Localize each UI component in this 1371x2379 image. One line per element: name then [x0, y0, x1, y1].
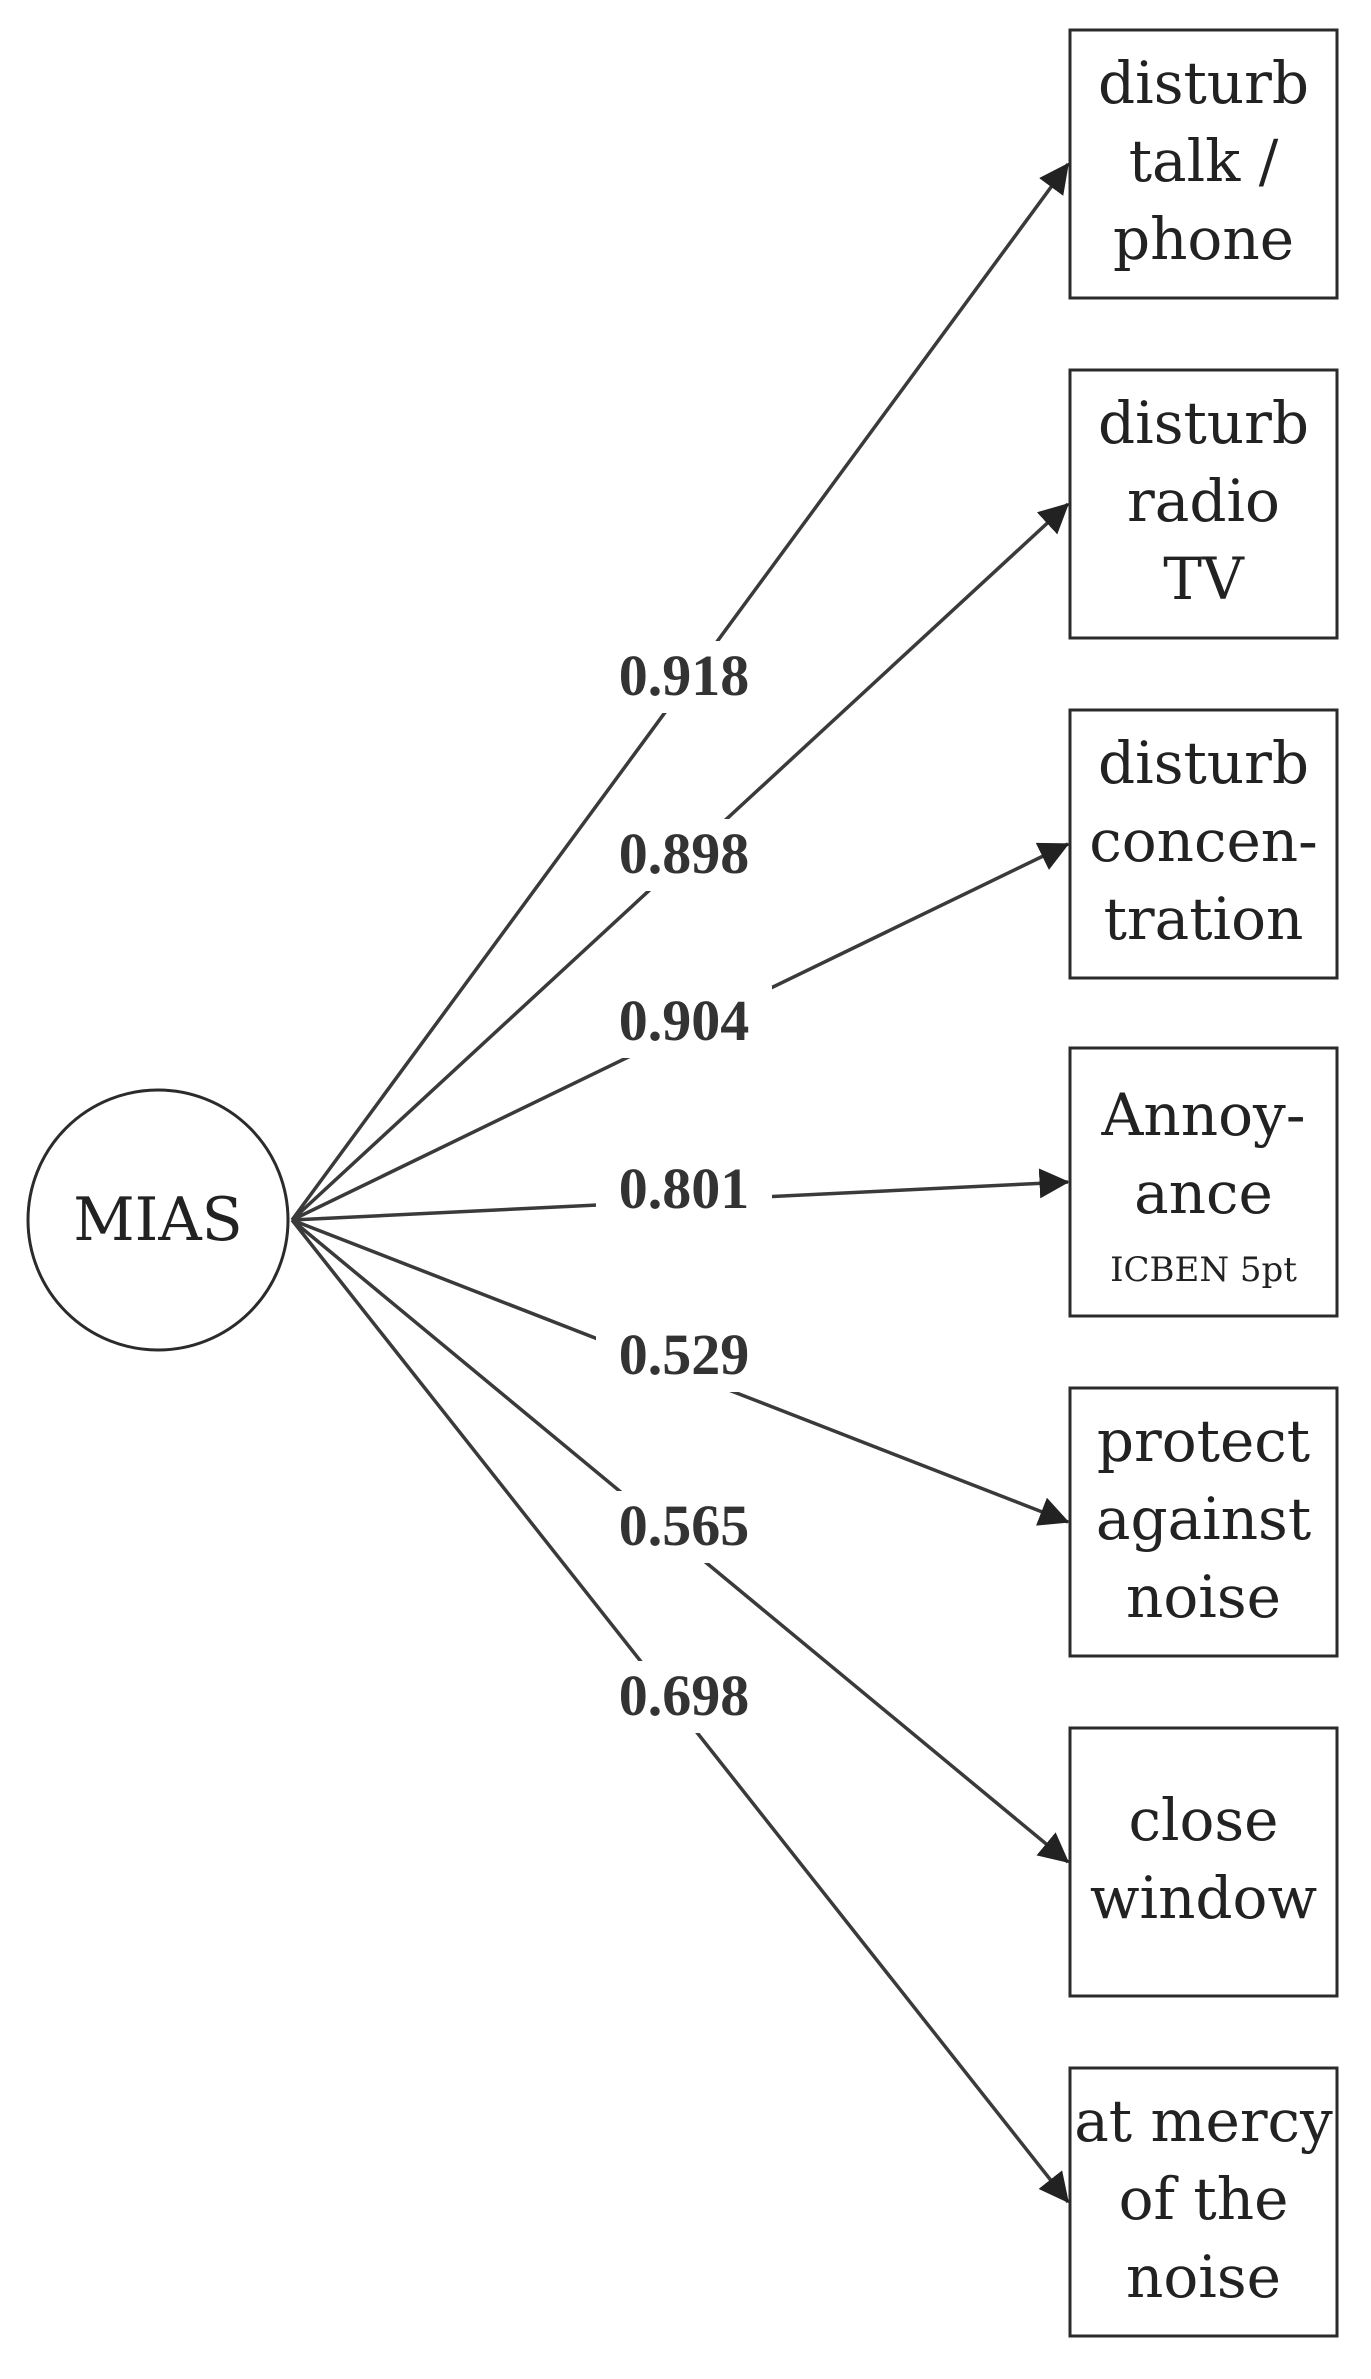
loading-label-protect-against-noise: 0.529: [619, 1322, 750, 1387]
loading-label-disturb-talk-phone: 0.918: [619, 643, 750, 708]
indicator-label-line: disturb: [1098, 729, 1309, 797]
indicator-node-disturb-talk-phone: disturb talk / phone: [1068, 28, 1339, 300]
indicator-label-line: phone: [1113, 205, 1294, 273]
loading-label-bg: [596, 641, 772, 713]
root-label: MIAS: [73, 1185, 243, 1255]
indicator-label-line: window: [1090, 1864, 1317, 1932]
loading-label-bg: [596, 1491, 772, 1563]
indicator-label-line: radio: [1127, 467, 1280, 535]
loading-label-bg: [596, 819, 772, 891]
root-node: MIAS: [26, 1088, 290, 1352]
indicator-box: [1068, 708, 1339, 980]
indicator-node-at-mercy-of-the-noise: at mercy of the noise: [1068, 2066, 1339, 2338]
loading-label-disturb-radio-tv: 0.898: [619, 821, 750, 886]
loading-labels-layer: 0.918 0.898 0.904 0.801 0.529 0.565 0.698: [596, 641, 772, 1733]
indicator-node-protect-against-noise: protect against noise: [1068, 1386, 1339, 1658]
indicator-box: [1068, 368, 1339, 640]
loading-label-bg: [596, 1320, 772, 1392]
loading-label-bg: [596, 1661, 772, 1733]
indicator-box: [1068, 1726, 1339, 1998]
indicator-box: [1068, 28, 1339, 300]
indicator-label-line: disturb: [1098, 49, 1309, 117]
loading-label-close-window: 0.565: [619, 1493, 750, 1558]
indicator-box: [1068, 1386, 1339, 1658]
loading-label-bg: [596, 1154, 772, 1226]
indicator-label-line: at mercy: [1074, 2087, 1333, 2155]
loading-label-at-mercy-of-the-noise: 0.698: [619, 1663, 750, 1728]
indicator-label-line: talk /: [1129, 127, 1279, 195]
root-circle: [26, 1088, 290, 1352]
loading-label-annoyance: 0.801: [619, 1156, 750, 1221]
indicator-label-line: noise: [1126, 2243, 1281, 2311]
indicator-box: [1068, 1046, 1339, 1318]
indicator-box: [1068, 2066, 1339, 2338]
indicator-label-line: against: [1096, 1485, 1311, 1553]
indicator-label-line: protect: [1097, 1407, 1310, 1475]
indicator-label-line: tration: [1104, 885, 1304, 953]
indicator-node-close-window: close window: [1068, 1726, 1339, 1998]
indicator-label-line: ance: [1134, 1159, 1273, 1227]
indicator-label-line: close: [1128, 1786, 1278, 1854]
indicator-label-line: disturb: [1098, 389, 1309, 457]
loading-label-disturb-concentration: 0.904: [619, 988, 750, 1053]
indicator-node-disturb-concentration: disturb concen-tration: [1068, 708, 1339, 980]
indicator-label-line: noise: [1126, 1563, 1281, 1631]
indicator-label-line: concen-: [1089, 807, 1318, 875]
indicator-label-line: TV: [1163, 545, 1245, 613]
loading-label-bg: [596, 986, 772, 1058]
indicator-label-line: of the: [1119, 2165, 1289, 2233]
indicator-sublabel: ICBEN 5pt: [1110, 1250, 1297, 1290]
indicator-label-line: Annoy-: [1101, 1081, 1306, 1149]
